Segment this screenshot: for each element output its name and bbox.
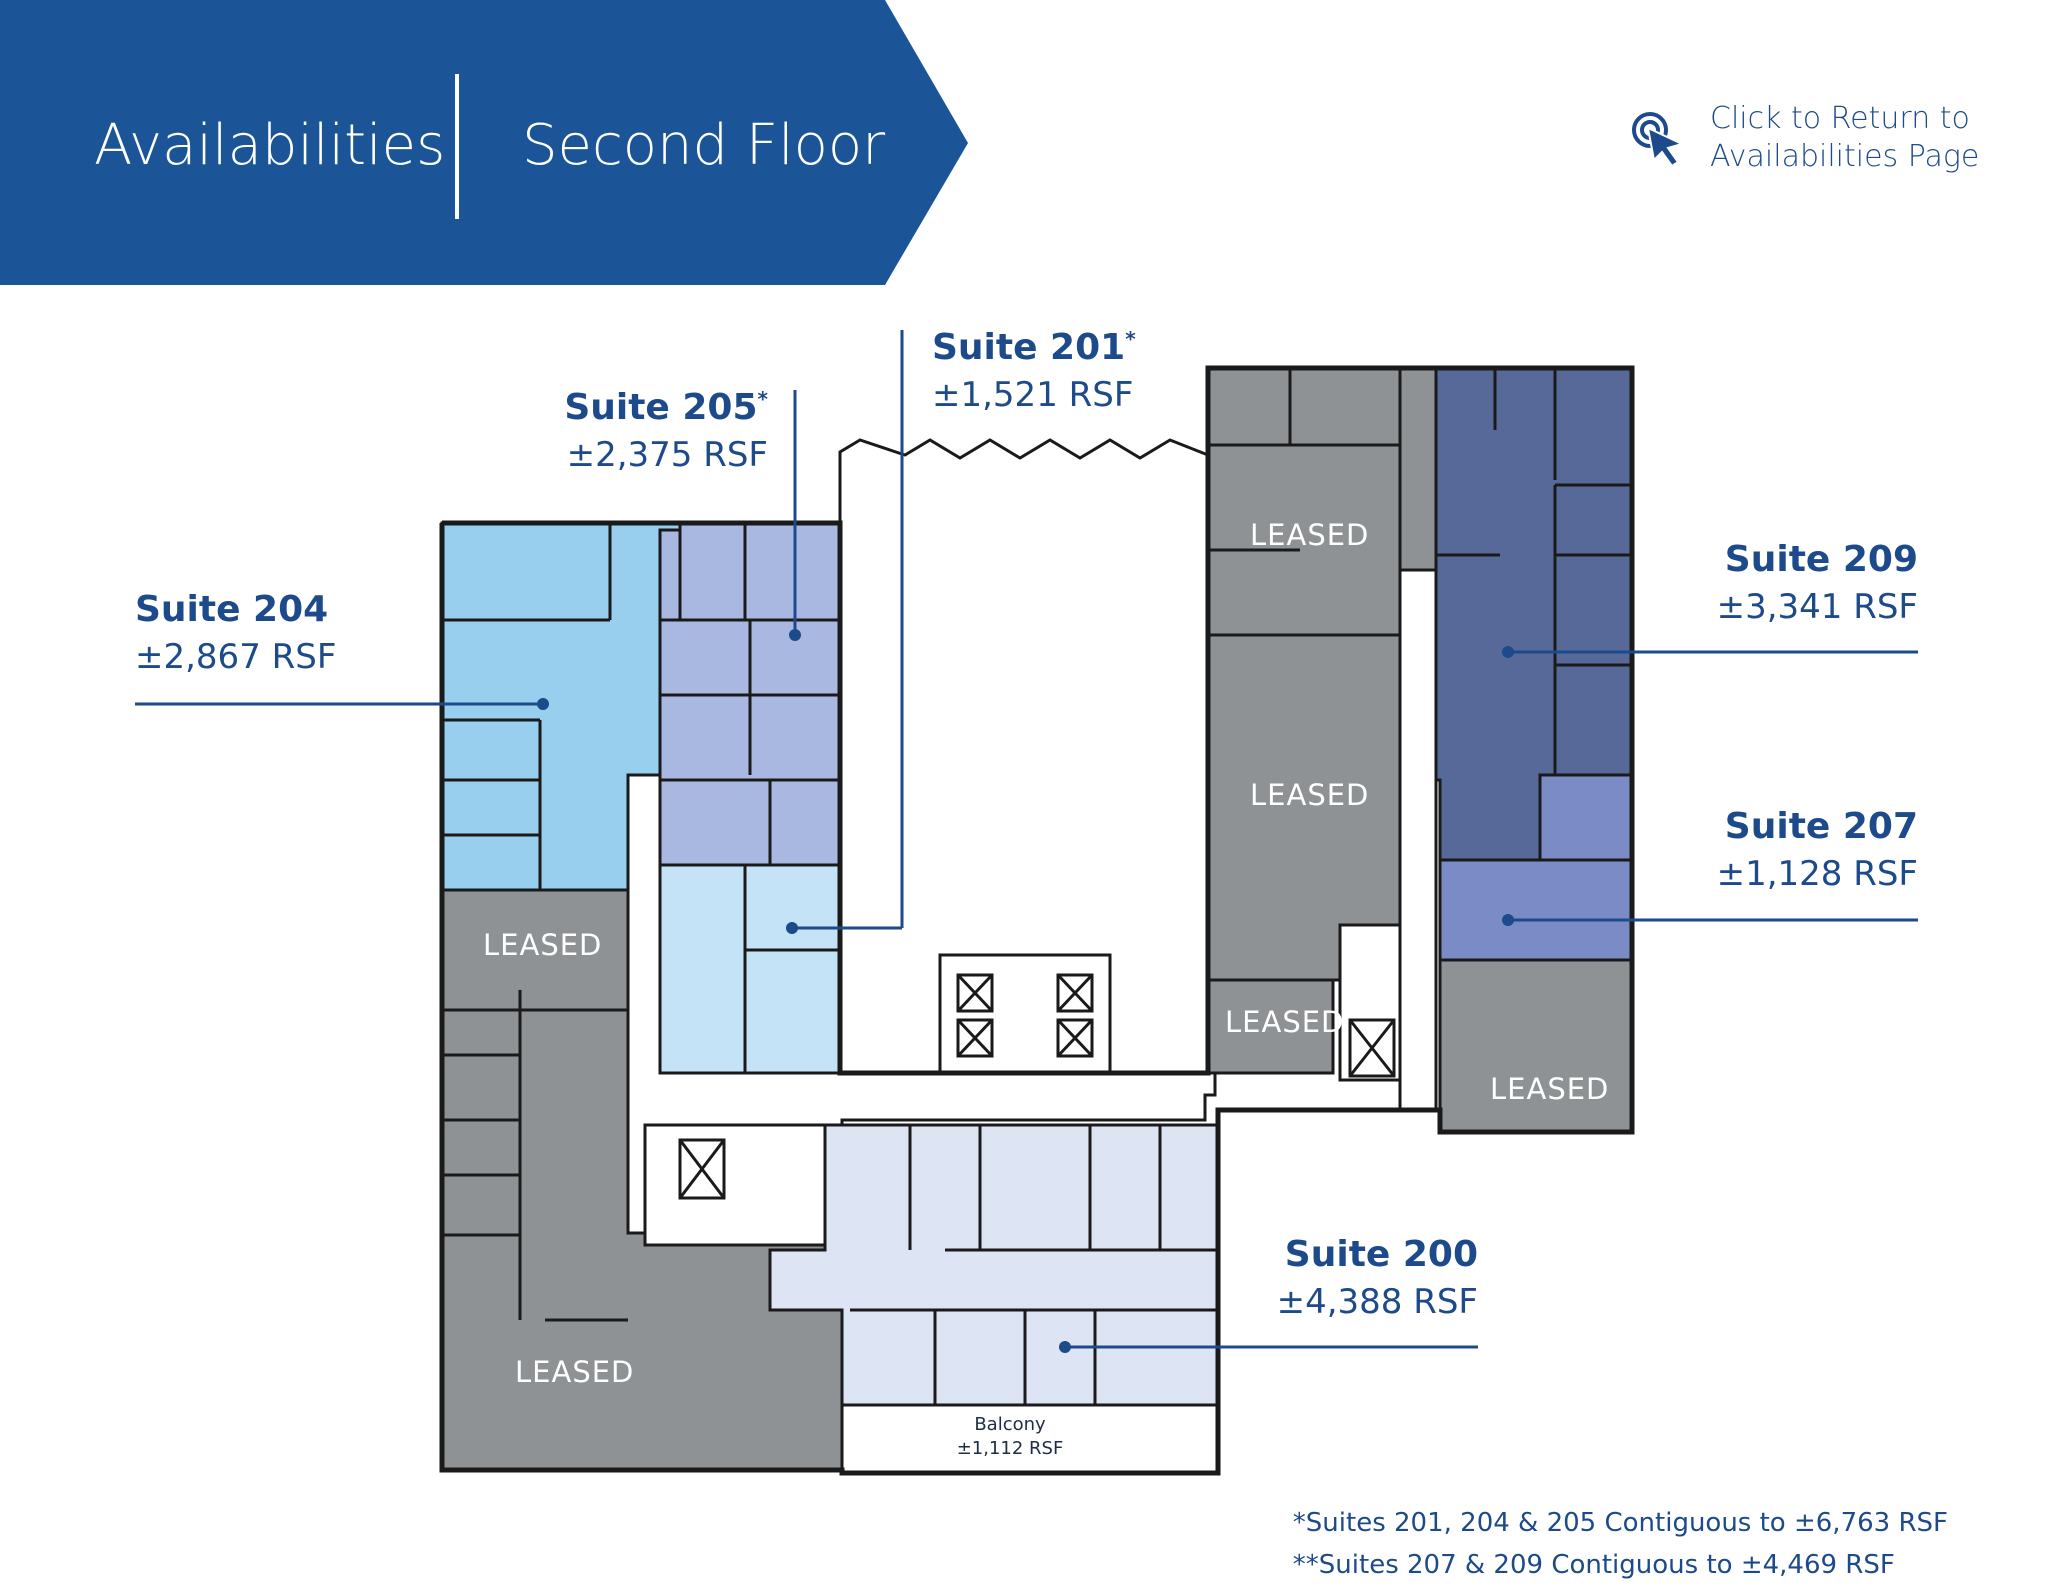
- footnotes: *Suites 201, 204 & 205 Contiguous to ±6,…: [1293, 1502, 1948, 1586]
- return-link-line1: Click to Return to: [1710, 101, 1970, 136]
- suite-209-callout[interactable]: Suite 209 ±3,341 RSF: [1717, 538, 1918, 632]
- header-banner-shape: [0, 0, 968, 285]
- header-banner: [0, 0, 968, 285]
- east-corridor-area: [1398, 568, 1438, 1112]
- leased-southeast-area: [1438, 958, 1634, 1134]
- suite-207-name: Suite 207: [1724, 806, 1918, 847]
- suite-200-name: Suite 200: [1284, 1234, 1478, 1275]
- suite-200-rsf: ±4,388 RSF: [1276, 1282, 1478, 1322]
- leased-east-area: [1206, 633, 1402, 982]
- leased-label-west: LEASED: [483, 928, 603, 962]
- atrium-outline: [838, 438, 1210, 1073]
- balcony-rsf: ±1,112 RSF: [956, 1438, 1064, 1459]
- leased-label-east-lower: LEASED: [1225, 1005, 1345, 1039]
- cursor-click-icon: [1632, 112, 1685, 168]
- suite-201-callout[interactable]: Suite 201* ±1,521 RSF: [932, 326, 1136, 420]
- suite-201-rsf: ±1,521 RSF: [932, 375, 1134, 415]
- suite-204-rsf: ±2,867 RSF: [135, 637, 337, 677]
- suite-204-callout[interactable]: Suite 204 ±2,867 RSF: [135, 588, 336, 682]
- suite-205-name: Suite 205: [564, 387, 758, 428]
- suite-205-rsf: ±2,375 RSF: [566, 435, 768, 475]
- footnote-1: *Suites 201, 204 & 205 Contiguous to ±6,…: [1292, 1508, 1948, 1538]
- suite-209-rsf: ±3,341 RSF: [1716, 587, 1918, 627]
- suite-205-mark: *: [757, 387, 768, 411]
- outer-wall-west: [439, 365, 1635, 1476]
- leased-label-southeast: LEASED: [1490, 1072, 1610, 1106]
- page-subtitle: Second Floor: [522, 113, 886, 178]
- suite-201-area[interactable]: [658, 863, 842, 1075]
- suite-205-callout[interactable]: Suite 205* ±2,375 RSF: [564, 386, 768, 480]
- suite-207-rsf: ±1,128 RSF: [1716, 854, 1918, 894]
- footnote-2: **Suites 207 & 209 Contiguous to ±4,469 …: [1292, 1550, 1895, 1580]
- leased-label-northeast: LEASED: [1250, 518, 1370, 552]
- leased-label-east: LEASED: [1250, 778, 1370, 812]
- suite-201-mark: *: [1125, 327, 1136, 351]
- suite-204-name: Suite 204: [135, 589, 329, 630]
- suite-209-name: Suite 209: [1724, 539, 1918, 580]
- return-link-text: Click to Return to Availabilities Page: [1710, 100, 1979, 176]
- leased-label-southwest: LEASED: [515, 1355, 635, 1389]
- return-link-line2: Availabilities Page: [1710, 139, 1980, 174]
- return-to-availabilities-link[interactable]: Click to Return to Availabilities Page: [1630, 100, 1979, 176]
- page-title: Availabilities: [94, 113, 446, 178]
- suite-207-callout[interactable]: Suite 207 ±1,128 RSF: [1717, 805, 1918, 899]
- restroom-core-south: [643, 1123, 827, 1247]
- header-divider: [455, 74, 459, 219]
- suite-200-callout[interactable]: Suite 200 ±4,388 RSF: [1277, 1233, 1478, 1327]
- suite-201-name: Suite 201: [932, 327, 1126, 368]
- balcony-label: Balcony ±1,112 RSF: [900, 1413, 1120, 1461]
- balcony-name: Balcony: [974, 1414, 1046, 1435]
